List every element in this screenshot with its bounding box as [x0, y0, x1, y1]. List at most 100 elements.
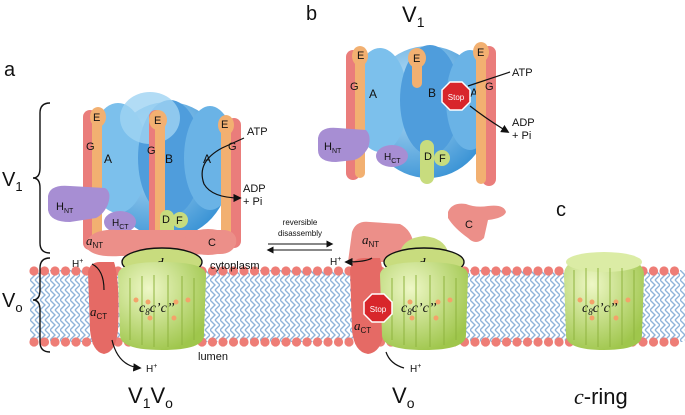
b-subunit-a-left: [352, 48, 408, 152]
subunit-c-a: [184, 229, 232, 255]
subunit-a-ct: [88, 262, 119, 354]
lipid-head: [312, 266, 323, 276]
panel-a-letter: a: [4, 59, 16, 81]
atp-hydrolysis-arrow: [201, 137, 245, 203]
vo-proton-down-label: H+: [410, 363, 421, 375]
lipid-head: [239, 266, 249, 276]
lipid-head: [291, 266, 302, 276]
b-subunit-d: [420, 140, 434, 184]
b-g-right: G: [485, 81, 494, 93]
lipid-head: [207, 337, 218, 347]
stator-g-right: G: [228, 141, 237, 153]
panel-b-letter: b: [306, 3, 317, 25]
b-h-nt-label: HNT: [324, 141, 342, 155]
lipid-head: [480, 266, 491, 276]
lipid-head: [323, 337, 333, 347]
c-ring-title: c-ring: [574, 384, 628, 409]
b-a2-label: A: [470, 86, 478, 100]
stator-g-center: G: [147, 145, 156, 157]
b-pi-label: + Pi: [512, 130, 531, 142]
proton-out-label: H+: [146, 363, 157, 375]
stop-sign-b: [441, 81, 471, 111]
vo-c-ring-label: c8c’c’’: [401, 301, 437, 317]
atp-label: ATP: [247, 126, 268, 138]
b-g-left: G: [350, 81, 359, 93]
stop-label-vo: Stop: [370, 305, 387, 314]
stop-sign-vo: [363, 293, 393, 323]
reversible-disassembly: reversible disassembly: [266, 218, 334, 254]
lipid-head: [39, 266, 50, 276]
vo-a-ct-label: aCT: [354, 318, 371, 335]
lipid-head: [501, 337, 512, 347]
lipid-head: [543, 337, 554, 347]
lipid-head: [344, 337, 354, 347]
c-ring-standalone-ribs: [573, 268, 635, 347]
lipid-head: [491, 337, 501, 347]
vo-c-ring-dots: [407, 297, 453, 321]
b-b-label: B: [428, 86, 436, 100]
panel-vo: aNT aCT d c8c’c’’ Stop H+ H+ Vo: [330, 221, 468, 411]
lipid-head: [470, 266, 480, 276]
lipid-head: [50, 266, 60, 276]
lipid-head: [659, 266, 669, 276]
c-ring-top: [566, 252, 642, 272]
lipid-head: [260, 337, 270, 347]
lipid-head: [218, 266, 228, 276]
b-h-ct-label: HCT: [384, 152, 401, 165]
lipid-head: [29, 337, 39, 347]
lipid-head: [323, 266, 333, 276]
lipid-head: [270, 266, 281, 276]
lipid-head: [522, 266, 533, 276]
lipid-head: [669, 337, 680, 347]
stator-e-center: E: [154, 115, 161, 127]
a-ct-label: aCT: [90, 304, 107, 321]
c-ring-a-ribs: [129, 275, 195, 347]
lipid-head: [512, 266, 522, 276]
lipid-head: [480, 337, 491, 347]
lipid-head: [333, 337, 344, 347]
lipid-head: [648, 337, 659, 347]
vo-c-ring: [380, 262, 468, 350]
proton-out-arrow: [111, 339, 142, 372]
lipid-head: [249, 266, 260, 276]
b-adp-label: ADP: [512, 117, 535, 129]
b-e-center: E: [413, 53, 420, 65]
vo-proton-up-arrow: [344, 257, 373, 267]
lipid-head: [228, 266, 239, 276]
c-ring-a-dots: [133, 297, 191, 321]
b-atp-label: ATP: [512, 67, 533, 79]
lipid-head: [501, 266, 512, 276]
c-ring-standalone: [564, 256, 644, 350]
lipid-head: [533, 266, 543, 276]
lipid-head: [239, 337, 249, 347]
c-ring-standalone-label: c8c’c’’: [582, 301, 618, 317]
lipid-head: [554, 266, 564, 276]
lipid-head: [291, 337, 302, 347]
v1-bracket: [32, 102, 51, 254]
b-f-label: F: [439, 153, 446, 165]
lipid-head: [228, 337, 239, 347]
v1-title: V1: [402, 2, 425, 30]
lipid-head: [207, 266, 218, 276]
panel-a: a V1 Vo A B A E G E: [2, 59, 268, 411]
stator-e-right: E: [221, 119, 228, 131]
lipid-head: [270, 337, 281, 347]
b-atp-arrow: [467, 71, 510, 132]
lipid-head: [29, 266, 39, 276]
b-stalk-right: [473, 42, 496, 186]
stator-e-left: E: [93, 112, 100, 124]
subunit-f: [172, 212, 188, 228]
stator-g-left: G: [86, 141, 95, 153]
proton-in-label: H+: [72, 258, 83, 270]
lipid-head: [218, 337, 228, 347]
lipid-head: [648, 266, 659, 276]
h-ct-label: HCT: [112, 218, 129, 231]
subunit-h-ct: [104, 211, 136, 233]
subunit-h-nt: [48, 185, 110, 222]
lipid-head: [260, 266, 270, 276]
b-d-label: D: [424, 151, 432, 163]
vo-a-nt-label: aNT: [362, 232, 379, 249]
stop-label-b: Stop: [448, 93, 465, 102]
lipid-head: [302, 266, 312, 276]
